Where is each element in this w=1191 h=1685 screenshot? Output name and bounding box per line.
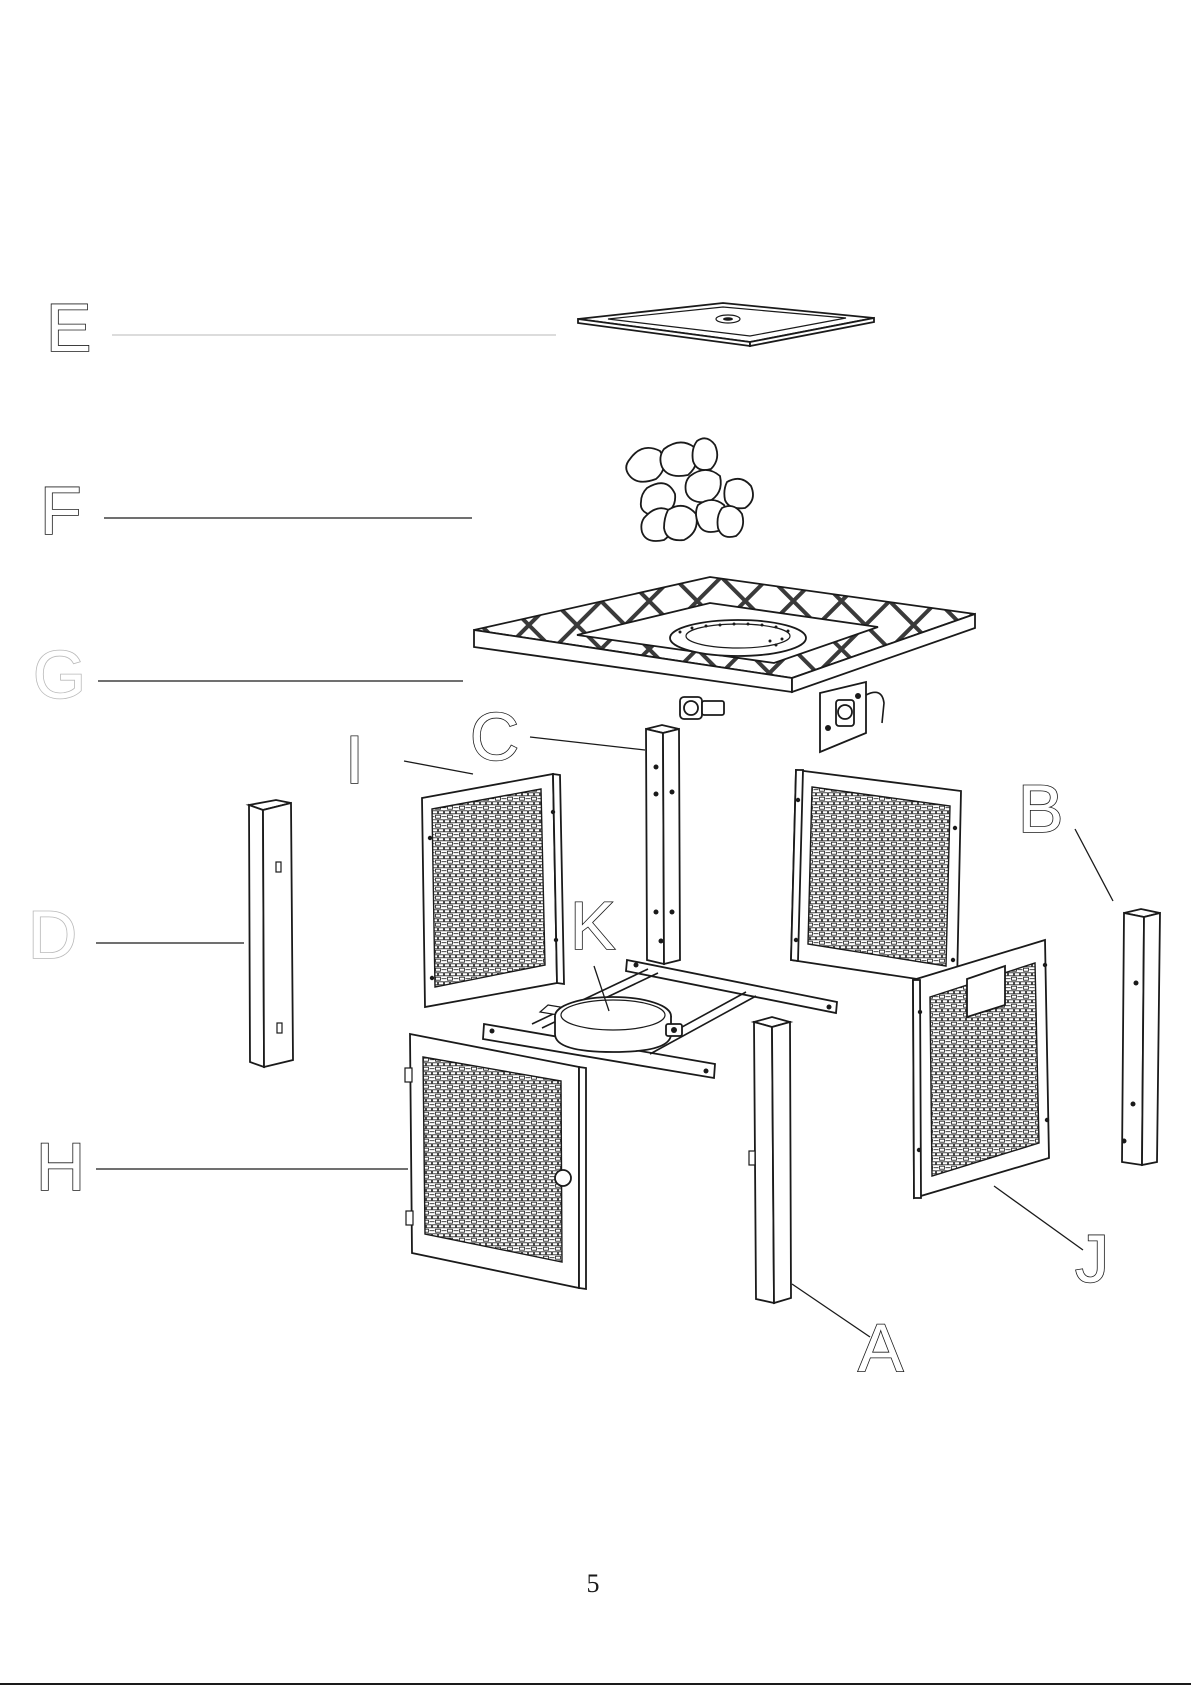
label-k: K bbox=[570, 888, 615, 964]
label-c: C bbox=[470, 699, 519, 775]
part-j-wicker-panel bbox=[913, 940, 1049, 1198]
label-a: A bbox=[858, 1310, 904, 1386]
part-f-lava-rocks bbox=[626, 438, 753, 541]
label-i: I bbox=[345, 722, 364, 798]
wicker-panel-right-rear bbox=[791, 770, 961, 985]
part-a-leg-post bbox=[749, 1017, 791, 1303]
label-d: D bbox=[28, 897, 77, 973]
label-e: E bbox=[46, 290, 91, 366]
label-b: B bbox=[1018, 771, 1063, 847]
part-d-leg-post bbox=[249, 800, 293, 1067]
part-i-wicker-panel bbox=[422, 774, 564, 1007]
part-g-burner-table-top bbox=[474, 577, 975, 692]
leader-line-b bbox=[1075, 829, 1113, 901]
leader-line-i bbox=[404, 761, 473, 774]
part-c-leg-post bbox=[646, 725, 680, 964]
page-number: 5 bbox=[587, 1569, 600, 1598]
part-e-lid bbox=[578, 303, 874, 346]
label-h: H bbox=[36, 1129, 85, 1205]
label-j: J bbox=[1075, 1221, 1109, 1297]
gas-regulator-assembly bbox=[680, 682, 884, 752]
label-f: F bbox=[40, 473, 82, 549]
leader-line-j bbox=[994, 1186, 1083, 1250]
part-h-door-panel bbox=[405, 1034, 586, 1289]
part-b-leg-post bbox=[1122, 909, 1161, 1165]
label-g: G bbox=[33, 637, 86, 713]
leader-line-c bbox=[530, 737, 645, 750]
